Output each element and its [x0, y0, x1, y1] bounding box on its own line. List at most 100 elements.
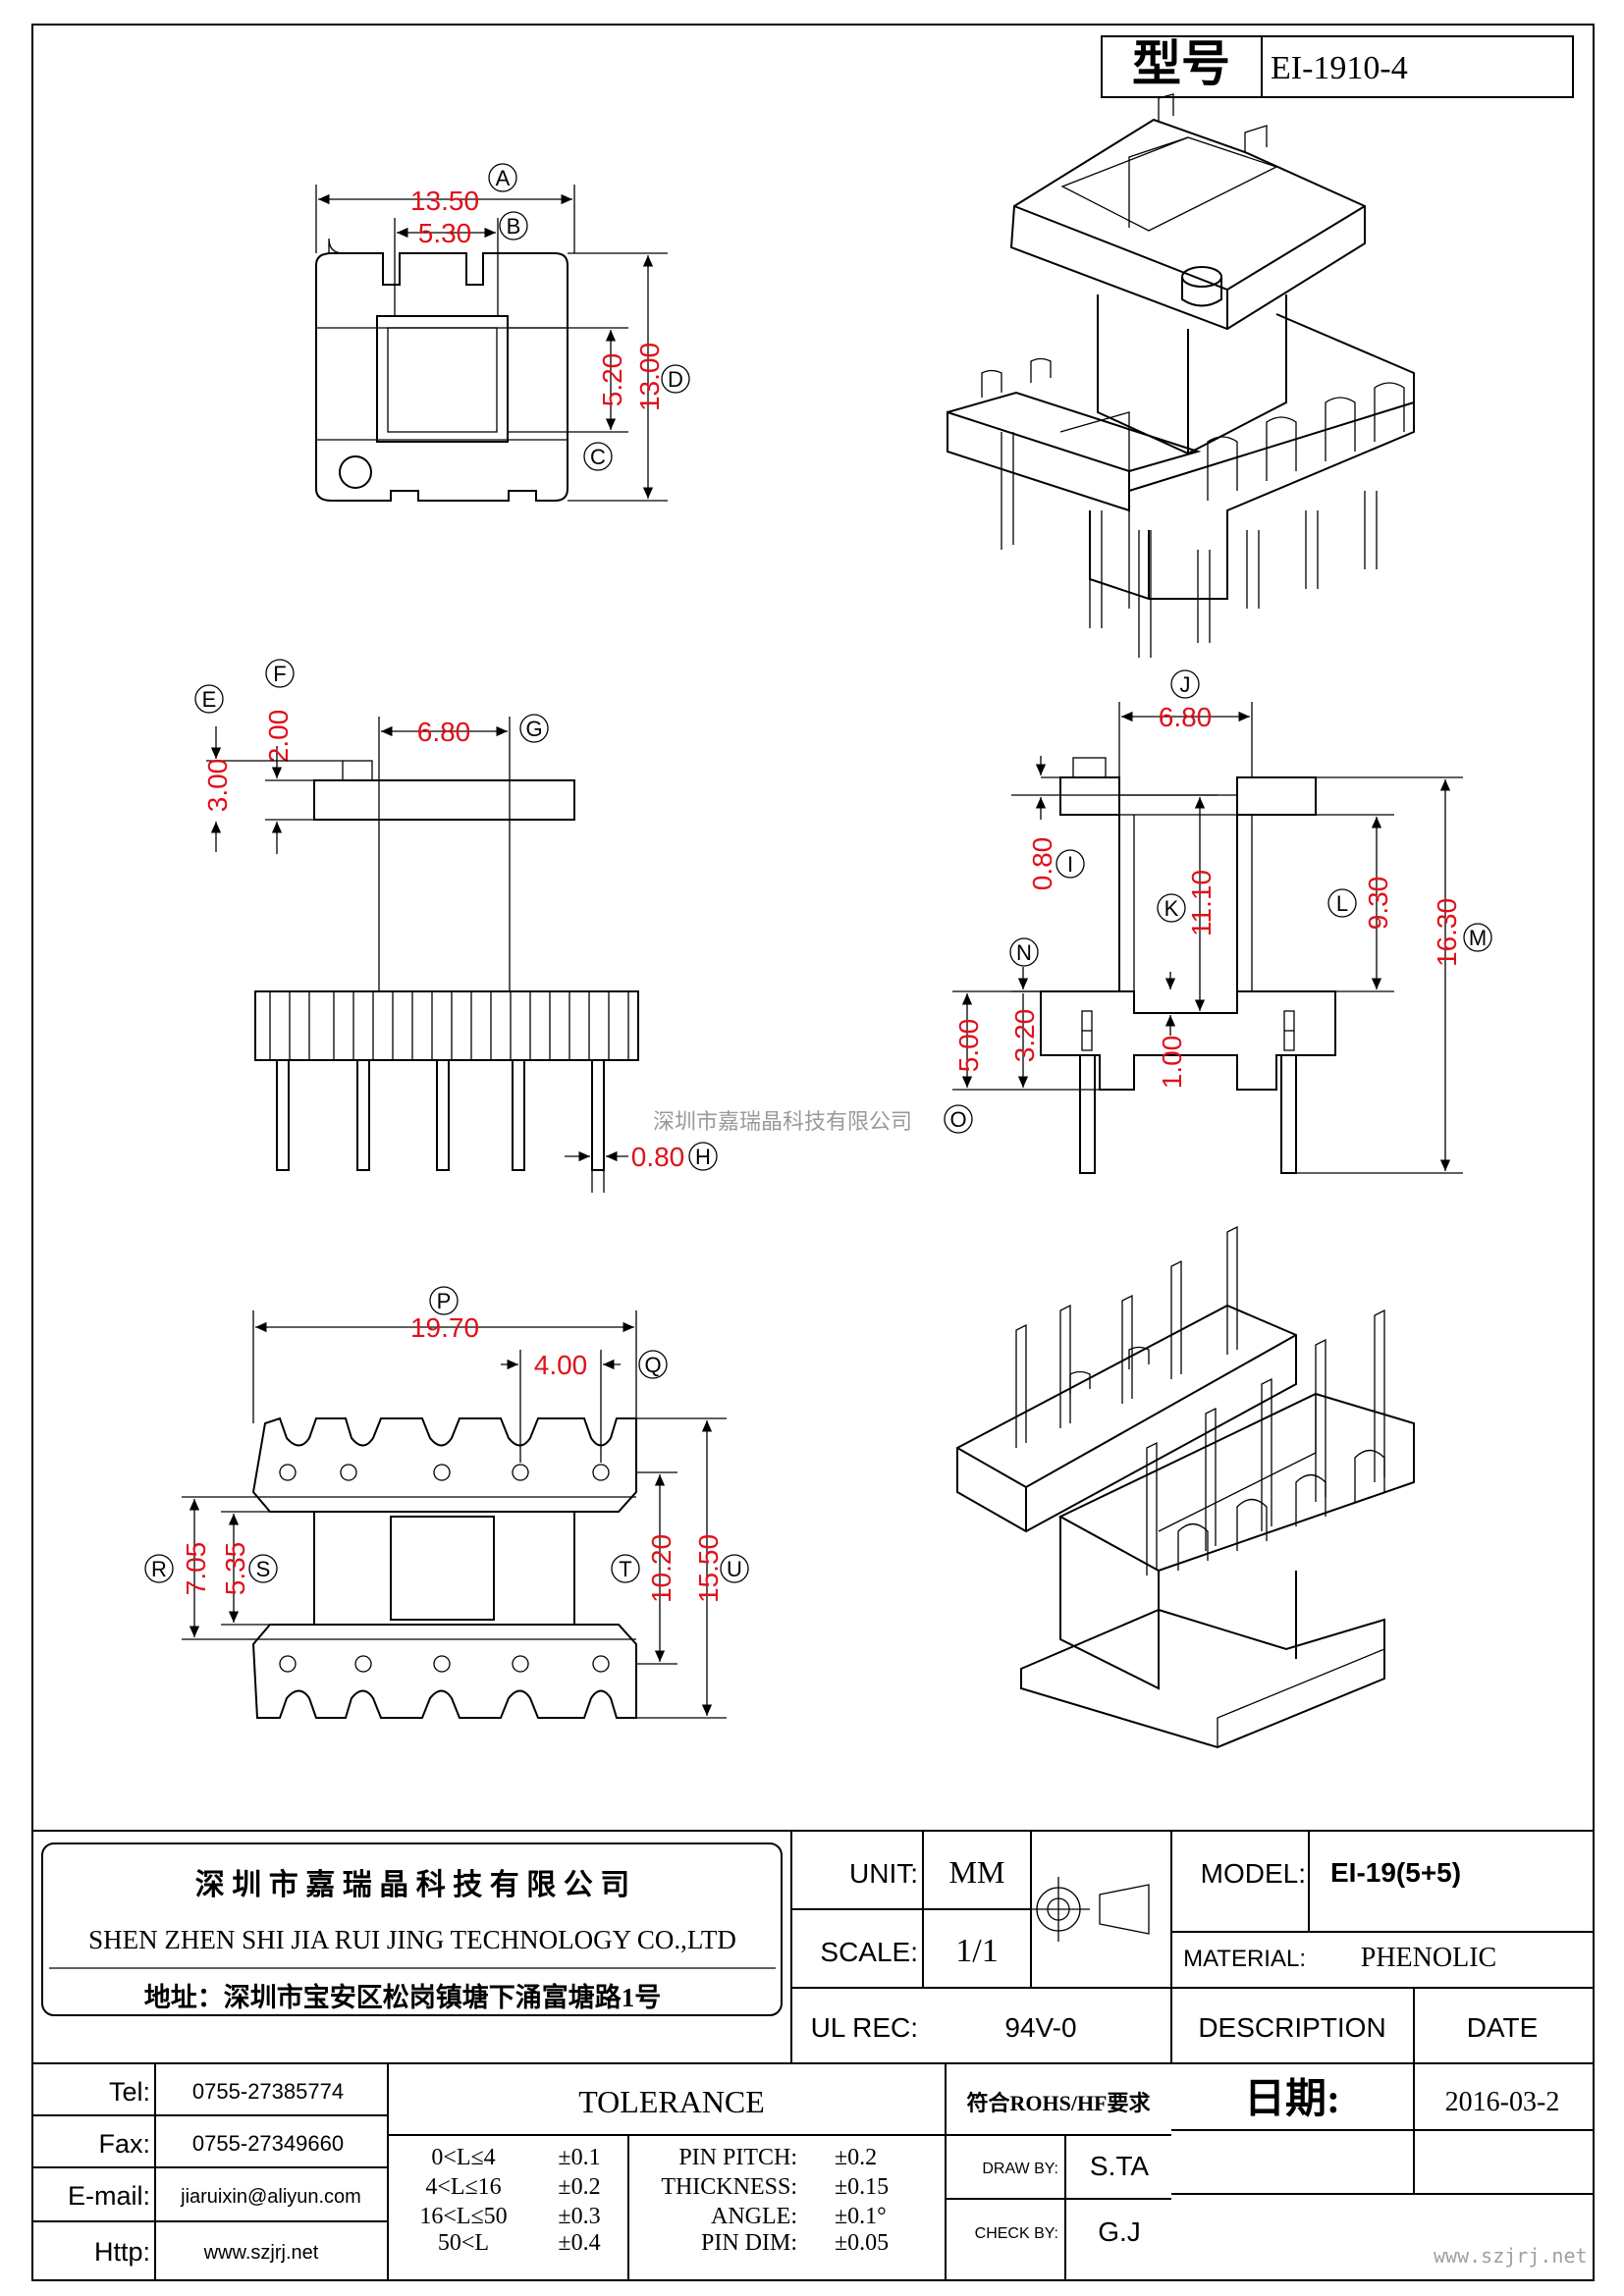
- model-value: EI-19(5+5): [1330, 1857, 1461, 1888]
- date-cn-label: 日期:: [1244, 2077, 1340, 2122]
- svg-text:50<L: 50<L: [438, 2230, 489, 2256]
- dim-n-value: 3.20: [1009, 1009, 1040, 1063]
- email-value: jiaruixin@aliyun.com: [180, 2186, 361, 2208]
- isometric-view-bottom: [956, 1225, 1415, 1749]
- svg-text:R: R: [151, 1557, 167, 1581]
- circle-label-s: S: [248, 1554, 278, 1583]
- top-view-window: [376, 315, 509, 443]
- svg-text:PIN DIM:: PIN DIM:: [701, 2230, 797, 2256]
- svg-text:A: A: [496, 166, 511, 190]
- circle-label-n: N: [1009, 937, 1039, 967]
- svg-text:G: G: [525, 717, 542, 741]
- svg-text:±0.1°: ±0.1°: [835, 2204, 887, 2229]
- description-label: DESCRIPTION: [1198, 2012, 1385, 2043]
- fax-value: 0755-27349660: [192, 2131, 344, 2156]
- svg-text:±0.05: ±0.05: [835, 2230, 889, 2256]
- dim-c-value: 5.20: [597, 353, 627, 407]
- svg-text:16<L≤50: 16<L≤50: [419, 2204, 507, 2229]
- svg-text:J: J: [1180, 672, 1191, 697]
- dim-o-value: 5.00: [953, 1019, 984, 1073]
- material-value: PHENOLIC: [1361, 1943, 1496, 1973]
- svg-text:E: E: [202, 687, 217, 712]
- dim-m-value: 16.30: [1432, 898, 1462, 967]
- circle-label-r: R: [144, 1554, 174, 1583]
- svg-text:PIN PITCH:: PIN PITCH:: [678, 2145, 797, 2170]
- dim-r-value: 7.05: [181, 1542, 211, 1596]
- svg-text:K: K: [1164, 896, 1179, 921]
- side-view: 6.80 0.80 11.10 9.30 16.30 3.20 5.00: [944, 669, 1492, 1174]
- sheet-border: [31, 24, 1595, 2281]
- dim-a-value: 13.50: [410, 186, 479, 216]
- top-view: 13.50 5.30 5.20 13.00 A B C D: [315, 163, 690, 502]
- circle-label-p: P: [429, 1286, 459, 1315]
- company-name-en: SHEN ZHEN SHI JIA RUI JING TECHNOLOGY CO…: [88, 1925, 736, 1954]
- circle-label-e: E: [194, 684, 224, 714]
- svg-text:N: N: [1016, 940, 1032, 965]
- svg-text:H: H: [695, 1145, 711, 1169]
- check-label: CHECK BY:: [975, 2225, 1058, 2242]
- company-address: 地址：深圳市宝安区松岗镇塘下涌富塘路1号: [144, 1982, 662, 2012]
- watermark-text: 深圳市嘉瑞晶科技有限公司: [653, 1110, 912, 1135]
- dim-i-value: 0.80: [1027, 837, 1057, 891]
- circle-label-h: H: [688, 1142, 718, 1171]
- site-watermark: www.szjrj.net: [1434, 2244, 1588, 2268]
- company-name-cn: 深 圳 市 嘉 瑞 晶 科 技 有 限 公 司: [195, 1868, 630, 1901]
- circle-label-a: A: [488, 163, 517, 192]
- dim-u-value: 15.50: [693, 1534, 724, 1603]
- header-model-value: EI-1910-4: [1271, 50, 1408, 86]
- svg-text:4<L≤16: 4<L≤16: [425, 2174, 501, 2200]
- svg-text:U: U: [727, 1557, 742, 1581]
- svg-text:S: S: [256, 1557, 271, 1581]
- svg-text:±0.2: ±0.2: [835, 2145, 877, 2170]
- dim-g-value: 6.80: [417, 717, 471, 747]
- svg-text:±0.3: ±0.3: [558, 2204, 600, 2229]
- scale-value: 1/1: [955, 1933, 998, 1969]
- email-label: E-mail:: [68, 2181, 150, 2211]
- draw-value: S.TA: [1090, 2151, 1149, 2181]
- company-box: [41, 1842, 783, 2016]
- svg-text:±0.1: ±0.1: [558, 2145, 600, 2170]
- ul-value: 94V-0: [1004, 2012, 1076, 2043]
- circle-label-q: Q: [638, 1350, 668, 1379]
- svg-text:O: O: [949, 1107, 966, 1132]
- circle-label-k: K: [1157, 893, 1186, 923]
- svg-text:T: T: [619, 1557, 631, 1581]
- bottom-view: 19.70 4.00 7.05 5.35 10.20 15.50 P Q R S…: [144, 1286, 749, 1719]
- circle-label-f: F: [265, 659, 295, 688]
- svg-text:B: B: [507, 214, 521, 239]
- bottom-view-window: [390, 1516, 495, 1621]
- front-view-pins: [276, 1059, 605, 1171]
- draw-label: DRAW BY:: [982, 2161, 1058, 2177]
- svg-text:ANGLE:: ANGLE:: [711, 2204, 797, 2229]
- circle-label-m: M: [1463, 923, 1492, 952]
- top-view-hole: [339, 455, 372, 489]
- http-label: Http:: [94, 2237, 150, 2267]
- dim-n2-value: 1.00: [1157, 1036, 1187, 1090]
- svg-text:D: D: [668, 367, 683, 392]
- circle-label-u: U: [720, 1554, 749, 1583]
- model-label: MODEL:: [1201, 1858, 1306, 1889]
- dim-j-value: 6.80: [1159, 702, 1213, 732]
- title-block: 深 圳 市 嘉 瑞 晶 科 技 有 限 公 司 SHEN ZHEN SHI JI…: [32, 1830, 1594, 2280]
- dim-e-value: 3.00: [202, 759, 233, 813]
- svg-text:F: F: [273, 662, 286, 686]
- circle-label-j: J: [1170, 669, 1200, 699]
- svg-text:M: M: [1469, 926, 1487, 950]
- rohs-text: 符合ROHS/HF要求: [966, 2091, 1150, 2115]
- date-value: 2016-03-2: [1445, 2087, 1560, 2117]
- dim-d-value: 13.00: [634, 343, 665, 411]
- date-label: DATE: [1467, 2012, 1539, 2043]
- svg-text:L: L: [1336, 891, 1348, 916]
- svg-text:THICKNESS:: THICKNESS:: [661, 2174, 797, 2200]
- tolerance-items: PIN PITCH: ±0.2 THICKNESS: ±0.15 ANGLE: …: [661, 2145, 889, 2256]
- svg-text:I: I: [1067, 852, 1073, 877]
- front-view: 2.00 3.00 6.80 0.80 E F G H: [194, 659, 718, 1193]
- svg-text:±0.4: ±0.4: [558, 2230, 600, 2256]
- tolerance-ranges: 0<L≤4 ±0.1 4<L≤16 ±0.2 16<L≤50 ±0.3 50<L…: [419, 2145, 600, 2256]
- circle-label-d: D: [661, 364, 690, 394]
- dim-k-value: 11.10: [1186, 870, 1217, 936]
- check-value: G.J: [1098, 2216, 1141, 2247]
- tel-value: 0755-27385774: [192, 2079, 344, 2104]
- ul-label: UL REC:: [811, 2012, 918, 2043]
